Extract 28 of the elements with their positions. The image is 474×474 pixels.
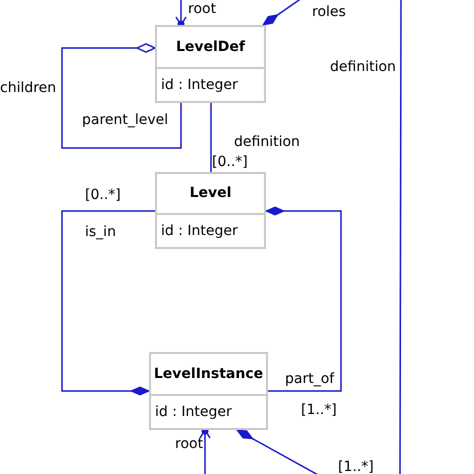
connector (262, 0, 302, 26)
class-attribute: id : Integer (161, 222, 238, 240)
class-box (155, 25, 266, 103)
connector (236, 429, 320, 474)
connector (210, 103, 212, 172)
class-attribute: id : Integer (161, 76, 238, 94)
class-box (149, 352, 268, 430)
class-name: Level (190, 184, 232, 203)
edge-label: [1..*] (338, 458, 374, 474)
role-label: [1..*] (301, 401, 337, 419)
edge-label: is_in (85, 223, 116, 241)
class-box (155, 172, 266, 249)
class-name: LevelDef (176, 38, 246, 56)
edge-label: roles (312, 3, 346, 21)
edge-label: root (188, 0, 216, 18)
edge-label: root (175, 435, 204, 453)
class-name: LevelInstance (154, 364, 264, 384)
connector (61, 210, 155, 396)
edge-label: part_of (285, 370, 334, 388)
role-label: parent_level (82, 111, 168, 129)
role-label: [0..*] (212, 153, 248, 171)
class-attribute: id : Integer (155, 402, 232, 422)
role-label: [0..*] (85, 186, 121, 204)
connector (266, 206, 342, 392)
role-label: definition (330, 58, 396, 76)
connector (61, 43, 182, 149)
edge-label: children (0, 79, 56, 97)
edge-label: definition (234, 133, 300, 151)
